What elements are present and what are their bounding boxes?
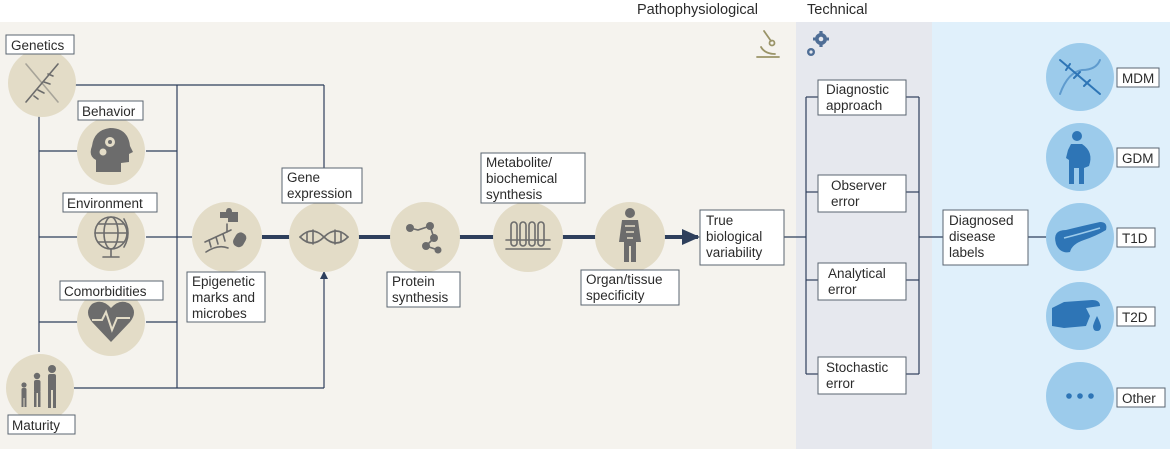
svg-text:biological: biological	[706, 229, 762, 244]
svg-text:Environment: Environment	[67, 196, 143, 211]
ellipsis-icon	[1066, 393, 1094, 399]
maturity-node: Maturity	[6, 354, 76, 435]
environment-node: Environment	[62, 192, 158, 271]
molecule-icon	[406, 222, 442, 254]
protein-synthesis-node: Protein synthesis	[386, 202, 461, 308]
gdm-node: GDM	[1046, 123, 1160, 191]
svg-text:labels: labels	[949, 245, 985, 260]
svg-text:Genetics: Genetics	[11, 38, 65, 53]
svg-text:Maturity: Maturity	[12, 418, 60, 433]
dna-icon	[25, 63, 59, 103]
svg-text:synthesis: synthesis	[486, 187, 543, 202]
dna-puzzle-icon	[204, 208, 247, 253]
svg-text:Analytical: Analytical	[828, 266, 886, 281]
comorbidities-node: Comorbidities	[59, 280, 164, 356]
svg-text:Protein: Protein	[392, 274, 435, 289]
globe-icon	[94, 216, 129, 258]
svg-text:marks and: marks and	[192, 290, 255, 305]
svg-text:Diagnostic: Diagnostic	[826, 82, 889, 97]
microscope-icon	[756, 30, 780, 58]
variability-node: True biological variability	[699, 209, 785, 266]
heart-pulse-icon	[88, 301, 134, 342]
gears-icon	[807, 31, 829, 56]
svg-text:Gene: Gene	[287, 170, 320, 185]
svg-text:Other: Other	[1122, 391, 1156, 406]
other-node: Other	[1046, 362, 1166, 430]
svg-text:expression: expression	[287, 186, 352, 201]
svg-text:Behavior: Behavior	[82, 104, 136, 119]
head-gears-icon	[90, 128, 133, 172]
behavior-node: Behavior	[77, 100, 145, 185]
svg-text:Stochastic: Stochastic	[826, 360, 889, 375]
epigenetic-node: Epigenetic marks and microbes	[186, 202, 266, 323]
svg-text:specificity: specificity	[586, 288, 645, 303]
mdm-node: MDM	[1046, 43, 1160, 111]
t1d-node: T1D	[1046, 203, 1156, 271]
gene-expression-node: Gene expression	[281, 167, 363, 272]
svg-text:variability: variability	[706, 245, 763, 260]
svg-text:error: error	[831, 194, 860, 209]
svg-text:synthesis: synthesis	[392, 290, 449, 305]
svg-text:biochemical: biochemical	[486, 171, 557, 186]
t2d-node: T2D	[1046, 282, 1156, 350]
pathophysiological-header: Pathophysiological	[637, 2, 758, 18]
metabolite-node: Metabolite/ biochemical synthesis	[480, 152, 586, 272]
body-organs-icon	[619, 208, 641, 262]
svg-text:error: error	[826, 376, 855, 391]
family-icon	[21, 365, 56, 408]
svg-text:Metabolite/: Metabolite/	[486, 155, 552, 170]
svg-text:T2D: T2D	[1122, 310, 1148, 325]
svg-text:True: True	[706, 213, 733, 228]
dna-icon	[299, 229, 349, 245]
svg-text:Comorbidities: Comorbidities	[64, 284, 147, 299]
technical-connectors	[784, 96, 1047, 375]
svg-text:Epigenetic: Epigenetic	[192, 274, 255, 289]
svg-text:Diagnosed: Diagnosed	[949, 213, 1014, 228]
svg-text:Organ/tissue: Organ/tissue	[586, 272, 663, 287]
organ-node: Organ/tissue specificity	[580, 202, 680, 306]
svg-text:Observer: Observer	[831, 178, 887, 193]
analytical-error-box: Analytical error	[817, 262, 907, 301]
connector-lines	[38, 84, 328, 389]
technical-header: Technical	[807, 2, 867, 18]
pancreas-icon	[1055, 222, 1107, 253]
svg-text:microbes: microbes	[192, 306, 247, 321]
genetics-node: Genetics	[5, 34, 76, 117]
svg-text:MDM: MDM	[1122, 71, 1154, 86]
test-tubes-icon	[505, 221, 551, 250]
observer-error-box: Observer error	[817, 174, 907, 213]
svg-text:GDM: GDM	[1122, 151, 1154, 166]
diagnosed-labels-box: Diagnosed disease labels	[942, 209, 1029, 266]
stochastic-error-box: Stochastic error	[817, 356, 907, 395]
svg-text:T1D: T1D	[1122, 231, 1148, 246]
svg-text:approach: approach	[826, 98, 882, 113]
svg-text:error: error	[828, 282, 857, 297]
diagnostic-approach-box: Diagnostic approach	[817, 79, 907, 116]
svg-text:disease: disease	[949, 229, 996, 244]
pregnant-woman-icon	[1066, 131, 1091, 184]
dna-icon	[1059, 59, 1101, 95]
hand-drop-icon	[1052, 300, 1101, 331]
